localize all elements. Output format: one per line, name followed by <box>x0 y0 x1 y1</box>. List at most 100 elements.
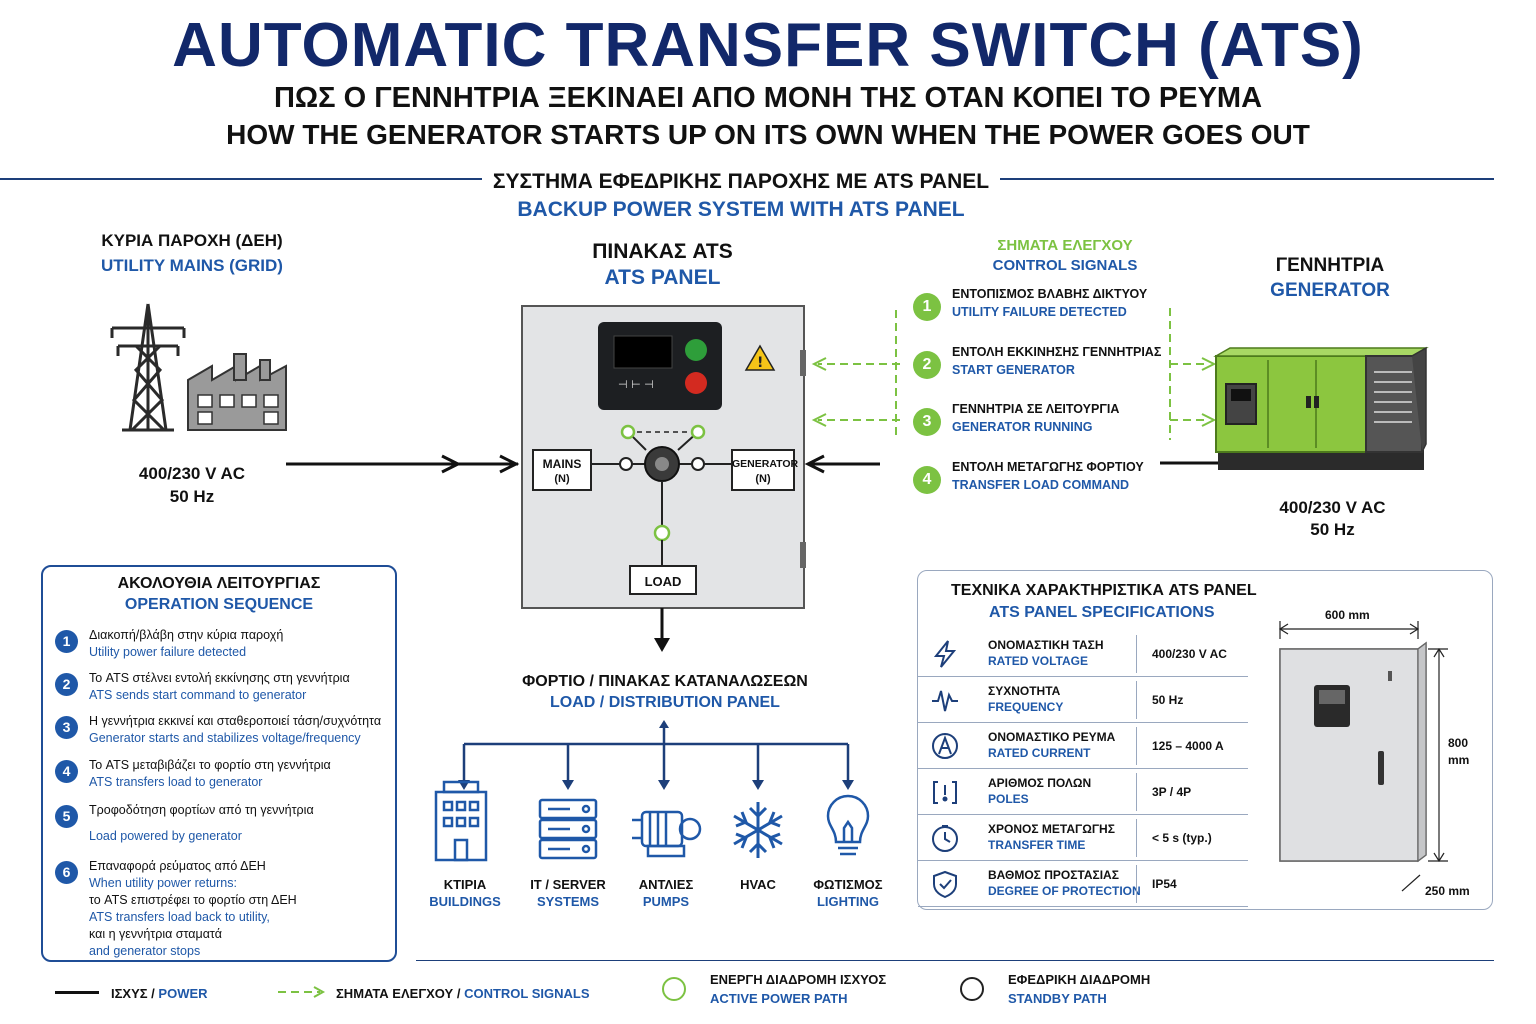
mains-frequency: 50 Hz <box>169 487 215 506</box>
spec-label-greek: ΒΑΘΜΟΣ ΠΡΟΣΤΑΣΙΑΣ <box>988 868 1119 882</box>
step-number-badge: 1 <box>55 630 78 653</box>
load-item-label-english: SYSTEMS <box>536 894 600 909</box>
control-signal-line-symbol <box>278 986 326 998</box>
legend-separator: / <box>453 986 465 1001</box>
signal-label-english: START GENERATOR <box>952 363 1075 377</box>
building-icon <box>434 780 488 862</box>
step-text-greek: Τροφοδότηση φορτίων από τη γεννήτρια <box>89 803 314 817</box>
step-text-greek: Η γεννήτρια εκκινεί και σταθεροποιεί τάσ… <box>89 714 382 728</box>
signal-label-greek: ΕΝΤΟΛΗ ΕΚΚΙΝΗΣΗΣ ΓΕΝΝΗΤΡΙΑΣ <box>952 345 1162 359</box>
step-number-badge: 4 <box>55 760 78 783</box>
step-text-greek-2: το ATS επιστρέφει το φορτίο στη ΔΕΗ <box>89 893 297 907</box>
waveform-icon <box>932 690 958 712</box>
load-item: ΑΝΤΛΙΕΣ PUMPS <box>611 876 721 910</box>
spec-label-english: FREQUENCY <box>988 700 1064 714</box>
operation-title-greek: ΑΚΟΛΟΥΘΙΑ ΛΕΙΤΟΥΡΓΙΑΣ <box>117 575 321 592</box>
step-text-english: Utility power failure detected <box>89 645 247 659</box>
step-text-english: Load powered by generator <box>89 829 242 843</box>
step-text-english: ATS sends start command to generator <box>89 688 307 702</box>
spec-label-greek: ΟΝΟΜΑΣΤΙΚΟ ΡΕΥΜΑ <box>988 730 1116 744</box>
spec-label-english: POLES <box>988 792 1029 806</box>
legend-active-greek: ΕΝΕΡΓΗ ΔΙΑΔΡΟΜΗ ΙΣΧΥΟΣ <box>710 972 887 987</box>
load-switch-label: LOAD <box>644 574 682 589</box>
load-item-label-english: BUILDINGS <box>429 894 501 909</box>
legend-standby-english: STANDBY PATH <box>1008 991 1107 1006</box>
specs-title-greek: ΤΕΧΝΙΚΑ ΧΑΡΑΚΤΗΡΙΣΤΙΚΑ ATS PANEL <box>951 582 1257 599</box>
spec-row: ΟΝΟΜΑΣΤΙΚΗ ΤΑΣΗ RATED VOLTAGE 400/230 V … <box>918 631 1248 677</box>
step-text-greek-3: και η γεννήτρια σταματά <box>89 927 222 941</box>
shield-icon <box>933 870 957 899</box>
legend-power-greek: ΙΣΧΥΣ <box>111 986 148 1001</box>
operation-sequence-panel: ΑΚΟΛΟΥΘΙΑ ΛΕΙΤΟΥΡΓΙΑΣ OPERATION SEQUENCE… <box>41 565 397 962</box>
signals-title-english: CONTROL SIGNALS <box>992 257 1138 274</box>
spec-label-greek: ΣΥΧΝΟΤΗΤΑ <box>988 684 1061 698</box>
ats-panel-diagram: ⊣ ⊢ ⊣ ! <box>286 305 900 652</box>
active-path-symbol <box>662 977 686 1001</box>
step-text-english-2: ATS transfers load back to utility, <box>89 910 270 924</box>
signal-label-english: UTILITY FAILURE DETECTED <box>952 305 1127 319</box>
specifications-panel: ΤΕΧΝΙΚΑ ΧΑΡΑΚΤΗΡΙΣΤΙΚΑ ATS PANEL ATS PAN… <box>917 570 1493 910</box>
generator-switch-sublabel: (N) <box>755 473 771 485</box>
spec-label-greek: ΑΡΙΘΜΟΣ ΠΟΛΩΝ <box>988 776 1092 790</box>
spec-depth-dimension: 250 mm <box>1425 884 1470 898</box>
spec-value: IP54 <box>1152 877 1177 891</box>
load-item: IT / SERVER SYSTEMS <box>513 876 623 910</box>
signal-label-greek: ΕΝΤΟΛΗ ΜΕΤΑΓΩΓΗΣ ΦΟΡΤΙΟΥ <box>952 460 1144 474</box>
step-text-english: ATS transfers load to generator <box>89 775 263 789</box>
load-title-greek: ΦΟΡΤΙΟ / ΠΙΝΑΚΑΣ ΚΑΤΑΝΑΛΩΣΕΩΝ <box>522 673 808 690</box>
spec-row: ΣΥΧΝΟΤΗΤΑ FREQUENCY 50 Hz <box>918 677 1248 723</box>
spec-row: ΒΑΘΜΟΣ ΠΡΟΣΤΑΣΙΑΣ DEGREE OF PROTECTION I… <box>918 861 1248 907</box>
mains-switch-sublabel: (N) <box>554 473 570 485</box>
step-text-greek: Διακοπή/βλάβη στην κύρια παροχή <box>89 628 284 642</box>
generator-title-greek: ΓΕΝΝΗΤΡΙΑ <box>1275 255 1385 276</box>
clock-icon <box>932 825 958 852</box>
load-distribution-diagram <box>434 720 870 862</box>
spec-label-greek: ΧΡΟΝΟΣ ΜΕΤΑΓΩΓΗΣ <box>988 822 1115 836</box>
snowflake-icon <box>733 802 783 858</box>
load-item-label-greek: ΦΩΤΙΣΜΟΣ <box>813 877 883 892</box>
legend-power: ΙΣΧΥΣ / POWER <box>111 986 208 1001</box>
standby-path-symbol <box>960 977 984 1001</box>
svg-text:!: ! <box>757 355 763 371</box>
load-item: ΦΩΤΙΣΜΟΣ LIGHTING <box>793 876 903 910</box>
spec-height-unit: mm <box>1448 753 1470 767</box>
load-item-label-greek: IT / SERVER <box>530 877 606 892</box>
lightbulb-icon <box>826 794 870 856</box>
step-number-badge: 5 <box>55 805 78 828</box>
power-pylon-factory-icon <box>110 303 287 432</box>
page-title: AUTOMATIC TRANSFER SWITCH (ATS) <box>172 11 1364 80</box>
spec-width-dimension: 600 mm <box>1325 608 1370 622</box>
divider-left <box>0 178 482 180</box>
spec-value: 400/230 V AC <box>1152 647 1227 661</box>
spec-label-english: DEGREE OF PROTECTION <box>988 884 1141 898</box>
specs-title-english: ATS PANEL SPECIFICATIONS <box>989 604 1215 621</box>
load-item-label-english: LIGHTING <box>816 894 880 909</box>
legend-power-english: POWER <box>158 986 208 1001</box>
poles-icon <box>933 781 957 804</box>
ampere-icon <box>932 733 958 759</box>
signal-number-badge: 3 <box>913 408 941 436</box>
spec-label-english: TRANSFER TIME <box>988 838 1086 852</box>
signals-title-greek: ΣΗΜΑΤΑ ΕΛΕΓΧΟΥ <box>997 237 1133 254</box>
pump-icon <box>632 810 702 858</box>
generator-switch-label: GENERATOR <box>732 458 799 470</box>
power-line-symbol <box>55 991 99 994</box>
generator-frequency: 50 Hz <box>1310 520 1355 539</box>
operation-title-english: OPERATION SEQUENCE <box>124 596 314 613</box>
spec-label-greek: ΟΝΟΜΑΣΤΙΚΗ ΤΑΣΗ <box>988 638 1104 652</box>
subtitle-greek: ΠΩΣ Ο ΓΕΝΝΗΤΡΙΑ ΞΕΚΙΝΑΕΙ ΑΠΟ ΜΟΝΗ ΤΗΣ ΟΤ… <box>273 82 1263 114</box>
signal-arrows-to-generator <box>1160 308 1218 465</box>
lightning-icon <box>933 640 957 668</box>
load-item-label-greek: ΑΝΤΛΙΕΣ <box>638 877 694 892</box>
spec-label-english: RATED VOLTAGE <box>988 654 1088 668</box>
load-item: ΚΤΙΡΙΑ BUILDINGS <box>410 876 520 910</box>
spec-value: 125 – 4000 A <box>1152 739 1224 753</box>
system-title-greek: ΣΥΣΤΗΜΑ ΕΦΕΔΡΙΚΗΣ ΠΑΡΟΧΗΣ ΜΕ ATS PANEL <box>492 170 990 193</box>
ats-title-greek: ΠΙΝΑΚΑΣ ATS <box>592 240 733 263</box>
generator-voltage: 400/230 V AC <box>1279 498 1386 517</box>
mains-switch-label: MAINS <box>542 457 582 471</box>
legend-active-english: ACTIVE POWER PATH <box>710 991 848 1006</box>
load-item-label-greek: ΚΤΙΡΙΑ <box>443 877 487 892</box>
step-number-badge: 3 <box>55 716 78 739</box>
signal-label-greek: ΕΝΤΟΠΙΣΜΟΣ ΒΛΑΒΗΣ ΔΙΚΤΥΟΥ <box>952 287 1148 301</box>
